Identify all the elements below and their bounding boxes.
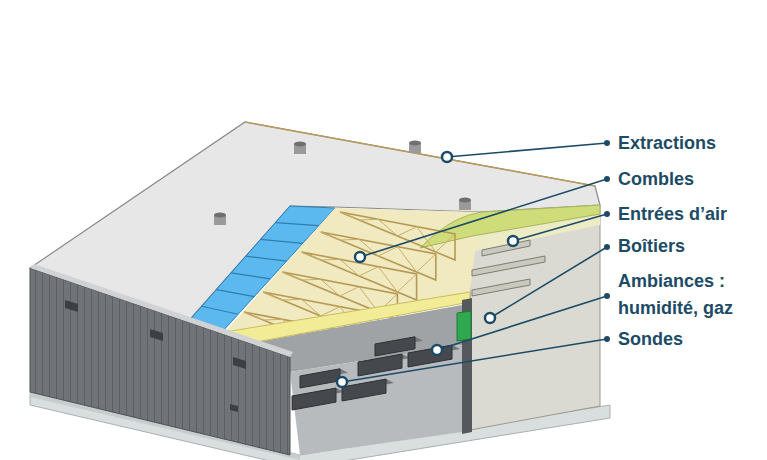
skylight-panel-edge xyxy=(275,223,319,226)
illustration-part xyxy=(225,292,470,345)
illustration-part xyxy=(604,140,610,146)
illustration-part xyxy=(360,179,607,257)
illustration-part xyxy=(470,205,600,430)
illustration-part xyxy=(472,256,545,276)
illustration-part xyxy=(604,211,610,217)
illustration-part xyxy=(472,279,530,296)
illustration-part xyxy=(485,313,495,323)
illustration-part xyxy=(290,345,462,455)
illustration-part xyxy=(30,268,290,455)
illustration-part xyxy=(442,152,452,162)
callout-label: Sondes xyxy=(618,328,763,350)
illustration-part xyxy=(490,247,607,318)
illustration-part xyxy=(447,143,607,157)
callout-label: Boîtiers xyxy=(618,235,763,257)
illustration-part xyxy=(457,311,471,341)
illustration-part xyxy=(437,296,607,350)
callout-label: Ambiances : humidité, gaz xyxy=(618,268,758,322)
illustration-part xyxy=(409,141,421,146)
illustration-part xyxy=(604,293,610,299)
illustration-part xyxy=(150,329,163,341)
illustration-part xyxy=(508,236,518,246)
skylight-panel-edge xyxy=(202,306,238,314)
skylight-panel-edge xyxy=(246,256,287,261)
roof-truss xyxy=(302,252,417,300)
illustration-part xyxy=(233,357,246,369)
illustration-part xyxy=(355,252,365,262)
illustration-part xyxy=(432,345,442,355)
illustration-part xyxy=(294,142,306,147)
illustration-part xyxy=(604,244,610,250)
illustration-part xyxy=(459,198,471,203)
illustration-part xyxy=(342,143,607,382)
pen-front xyxy=(292,388,336,410)
illustration-part xyxy=(342,339,607,382)
callout-label: Entrées d’air xyxy=(618,203,763,225)
callout-label: Extractions xyxy=(618,132,763,154)
illustration-part xyxy=(245,122,595,186)
illustration-part xyxy=(30,264,293,357)
illustration-part xyxy=(513,214,607,241)
illustration-part xyxy=(230,404,238,412)
pen-front xyxy=(300,369,340,388)
illustration-part xyxy=(65,300,78,312)
pen-front xyxy=(342,379,386,401)
illustration-part xyxy=(604,140,610,342)
illustration-part xyxy=(292,337,460,410)
callout-label: Combles xyxy=(618,168,763,190)
illustration-part xyxy=(337,152,518,387)
illustration-part xyxy=(482,240,530,256)
skylight-panel-edge xyxy=(216,290,254,297)
skylight-panel-edge xyxy=(261,239,303,243)
illustration-part xyxy=(214,213,226,218)
pen-front xyxy=(375,337,415,356)
illustration-part xyxy=(604,176,610,182)
skylight-panel-edge xyxy=(231,273,270,279)
illustration-part xyxy=(604,336,610,342)
illustration-part xyxy=(337,377,347,387)
